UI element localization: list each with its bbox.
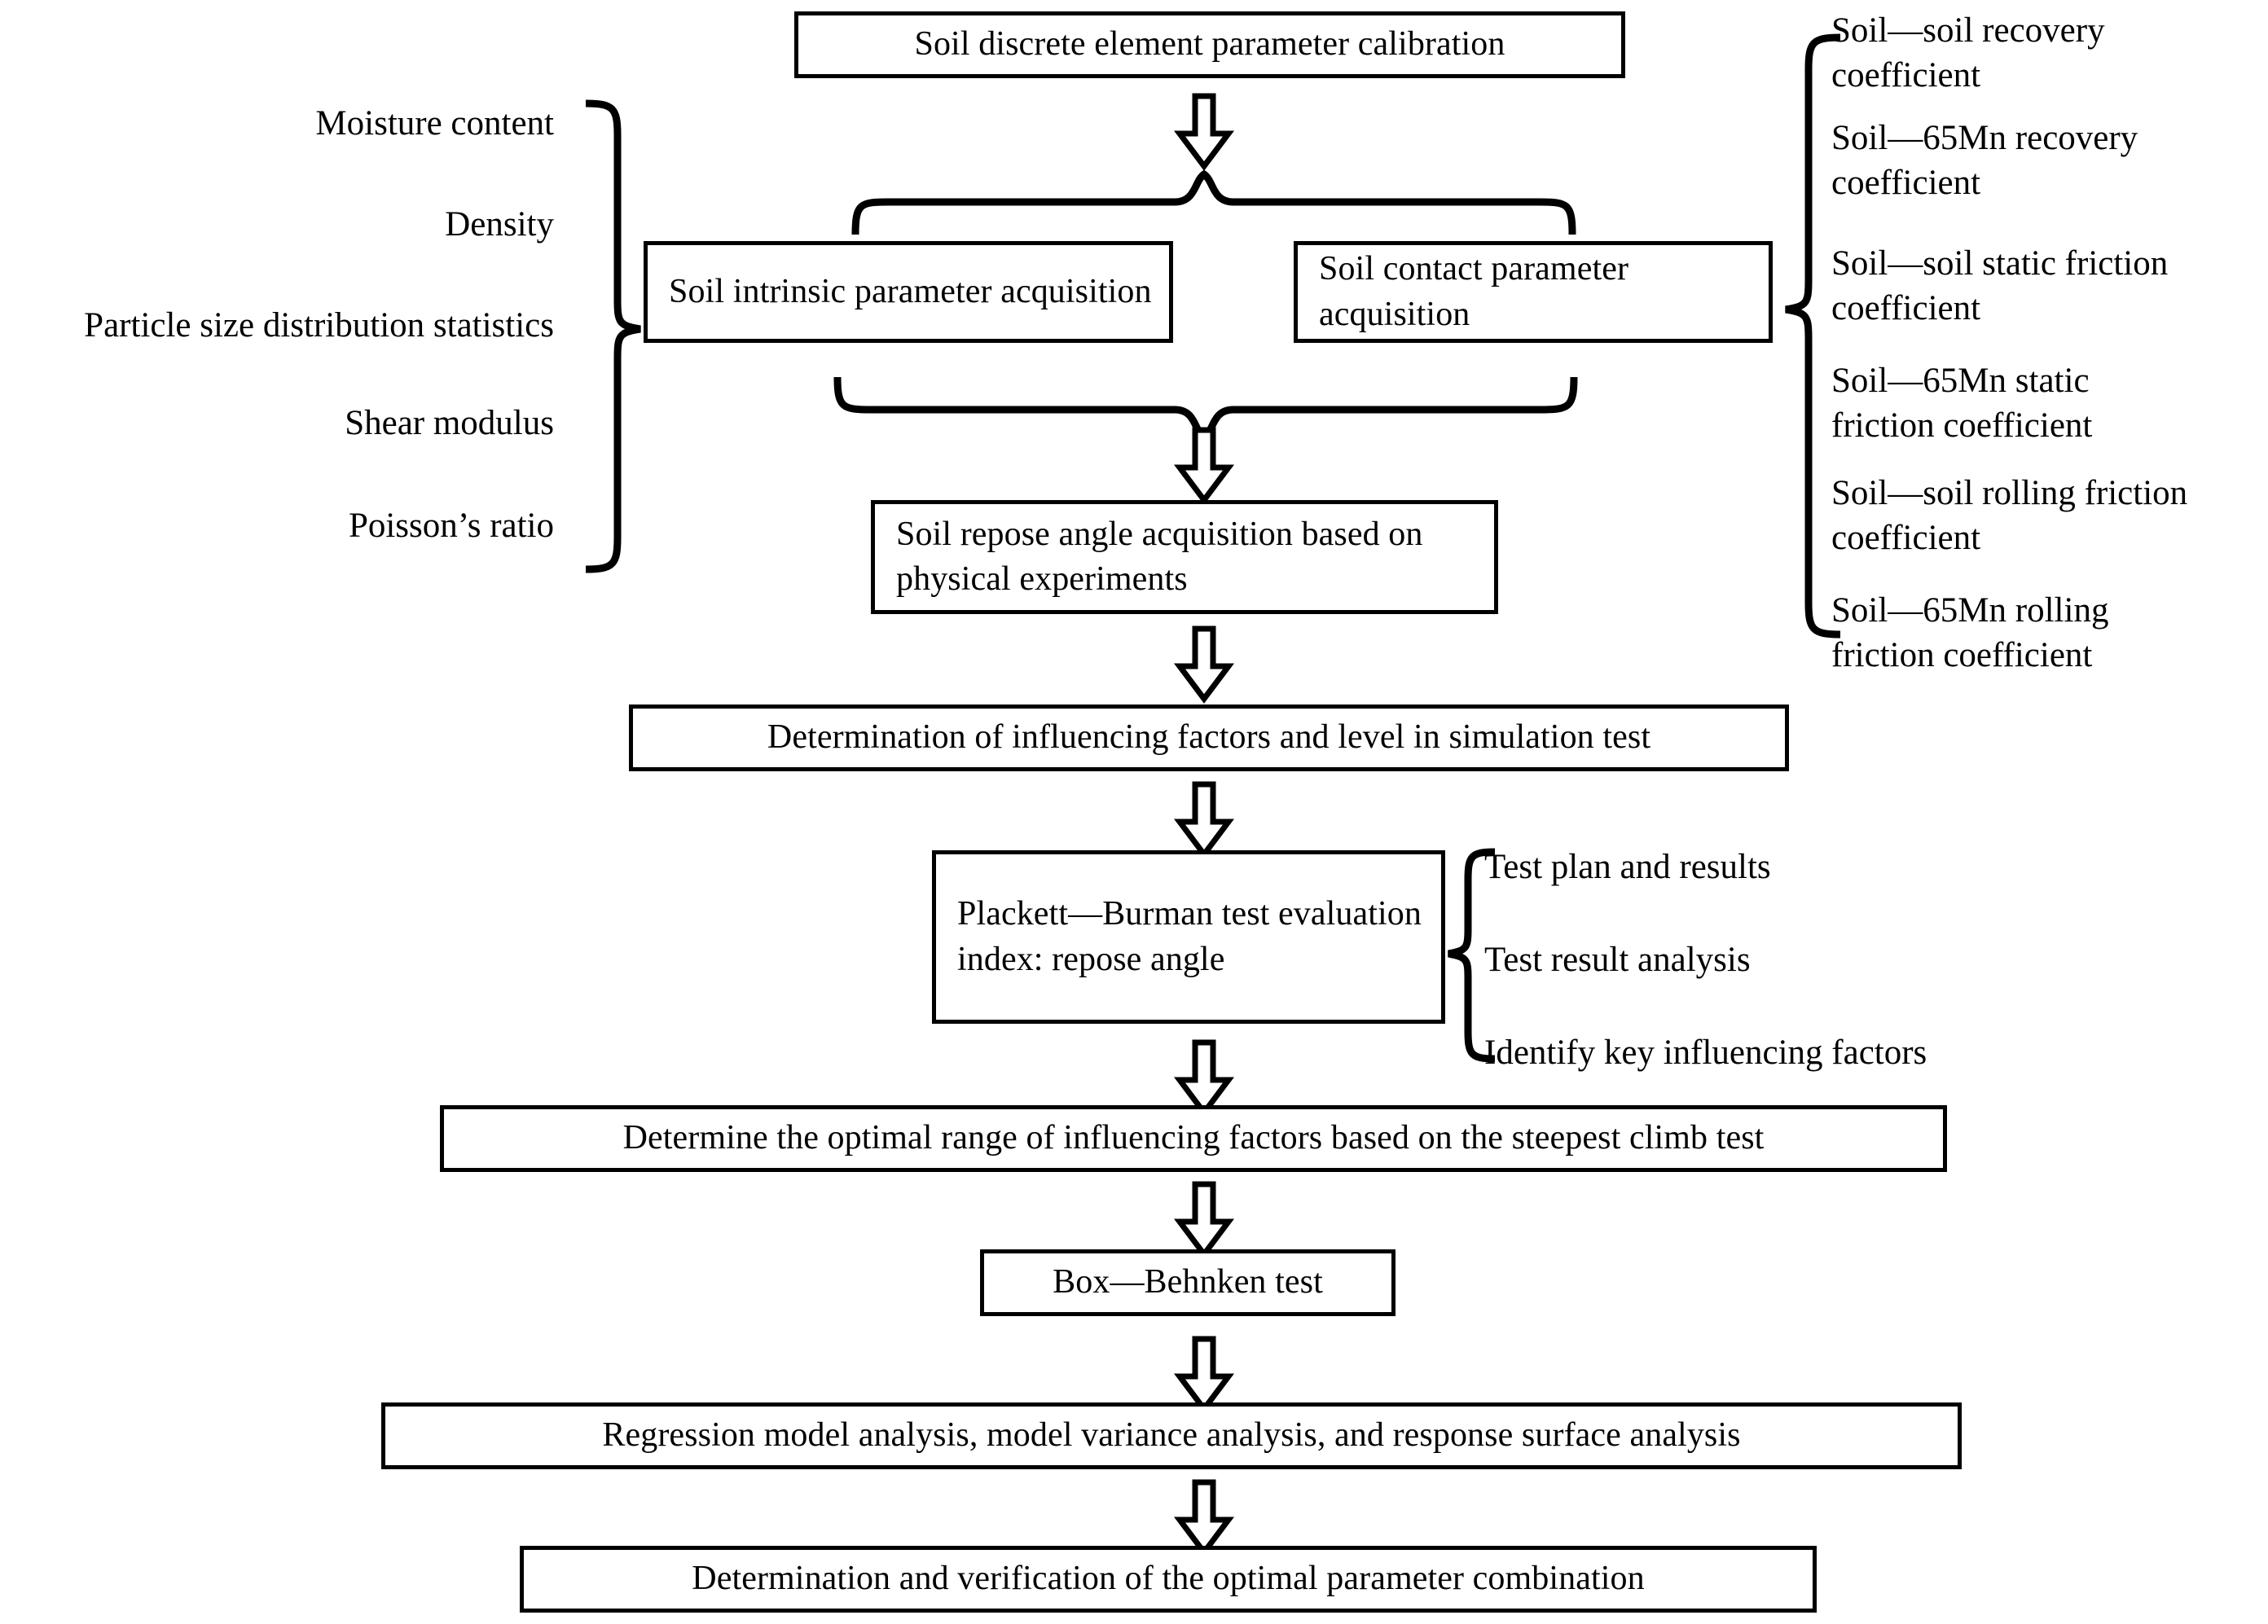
arrow-regression-to-final [1180, 1482, 1228, 1552]
label-contact-param-3: Soil—65Mn static friction coefficient [1831, 362, 2093, 446]
node-steepest-climb[interactable]: Determine the optimal range of influenci… [440, 1105, 1947, 1172]
arrow-factors-to-plackett [1180, 784, 1228, 854]
node-soil-contact-parameter[interactable]: Soil contact parameter acquisition [1294, 241, 1773, 343]
node-regression-analysis-label: Regression model analysis, model varianc… [602, 1416, 1741, 1455]
label-intrinsic-param-0: Moisture content [315, 104, 554, 143]
arrow-merge-to-repose [1180, 430, 1228, 500]
label-contact-param-0: Soil—soil recovery coefficient [1831, 11, 2105, 95]
brace-intrinsic-params [585, 99, 641, 573]
node-steepest-climb-label: Determine the optimal range of influenci… [622, 1119, 1765, 1157]
label-contact-param-5: Soil—65Mn rolling friction coefficient [1831, 591, 2109, 675]
label-intrinsic-param-2: Particle size distribution statistics [84, 306, 554, 345]
label-contact-param-2: Soil—soil static friction coefficient [1831, 244, 2169, 328]
node-plackett-burman[interactable]: Plackett—Burman test evaluation index: r… [932, 850, 1445, 1024]
label-intrinsic-param-1: Density [445, 205, 554, 244]
node-soil-contact-parameter-label: Soil contact parameter acquisition [1319, 250, 1629, 333]
label-contact-param-1: Soil—65Mn recovery coefficient [1831, 119, 2138, 203]
node-box-behnken-label: Box—Behnken test [1053, 1263, 1323, 1301]
arrow-repose-to-factors [1180, 629, 1228, 699]
node-root-label: Soil discrete element parameter calibrat… [914, 25, 1505, 64]
label-plackett-item-0: Test plan and results [1484, 848, 1771, 886]
label-plackett-item-2: Identify key influencing factors [1484, 1034, 1927, 1072]
arrow-plackett-to-steepest [1180, 1042, 1228, 1113]
brace-split-top [851, 169, 1576, 235]
label-intrinsic-param-4: Poisson’s ratio [348, 507, 554, 545]
node-final-combination[interactable]: Determination and verification of the op… [520, 1546, 1817, 1613]
node-box-behnken[interactable]: Box—Behnken test [980, 1249, 1396, 1316]
label-plackett-item-1: Test result analysis [1484, 941, 1751, 979]
arrow-steepest-to-boxbehnken [1180, 1184, 1228, 1254]
node-regression-analysis[interactable]: Regression model analysis, model varianc… [381, 1402, 1962, 1469]
label-contact-param-4: Soil—soil rolling friction coefficient [1831, 474, 2188, 558]
node-influencing-factors-label: Determination of influencing factors and… [767, 718, 1651, 757]
node-plackett-burman-label: Plackett—Burman test evaluation index: r… [957, 895, 1422, 978]
arrow-boxbehnken-to-regression [1180, 1339, 1228, 1409]
label-intrinsic-param-3: Shear modulus [345, 404, 554, 442]
node-final-combination-label: Determination and verification of the op… [692, 1560, 1645, 1598]
node-soil-intrinsic-parameter[interactable]: Soil intrinsic parameter acquisition [644, 241, 1173, 343]
node-repose-angle-label: Soil repose angle acquisition based on p… [896, 515, 1423, 598]
arrow-root-to-split [1180, 96, 1228, 166]
node-soil-intrinsic-parameter-label: Soil intrinsic parameter acquisition [669, 272, 1152, 310]
brace-merge-bottom [833, 376, 1578, 443]
node-influencing-factors[interactable]: Determination of influencing factors and… [629, 704, 1789, 771]
node-root[interactable]: Soil discrete element parameter calibrat… [794, 11, 1625, 78]
node-repose-angle[interactable]: Soil repose angle acquisition based on p… [871, 500, 1498, 614]
